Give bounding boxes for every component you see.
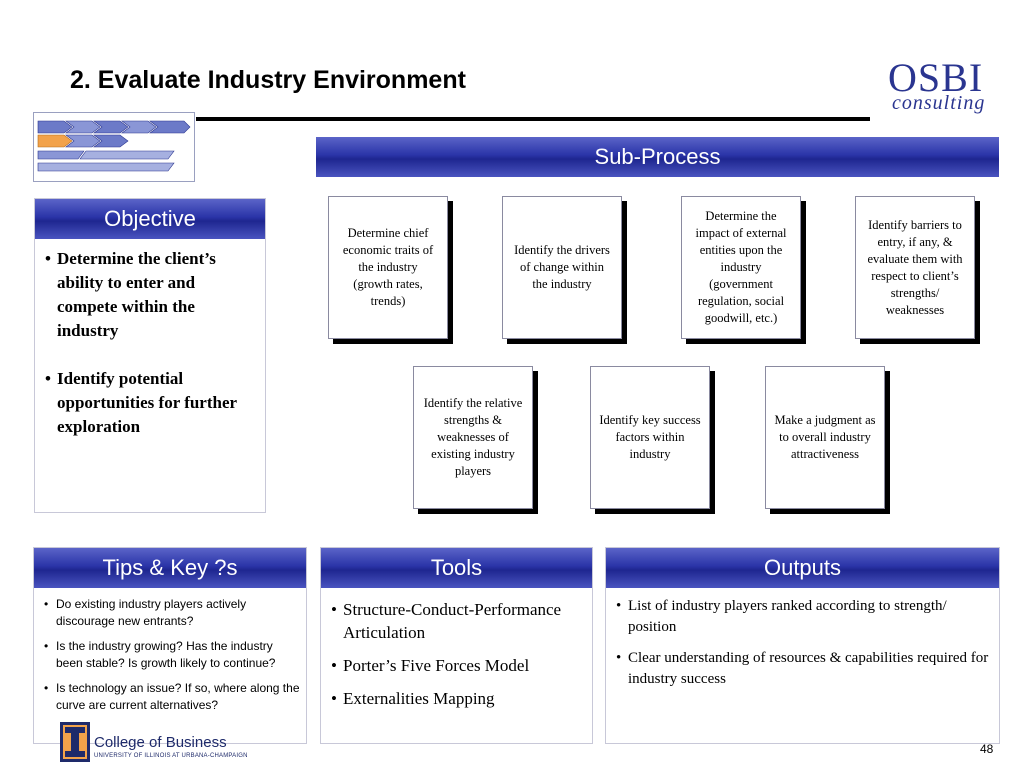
- university-name: UNIVERSITY OF ILLINOIS AT URBANA-CHAMPAI…: [94, 753, 248, 759]
- title-rule: [196, 117, 870, 121]
- logo-main-text: OSBI: [888, 55, 984, 100]
- outputs-item-text: List of industry players ranked accordin…: [628, 598, 947, 635]
- subprocess-step: Identify the relative strengths & weakne…: [413, 366, 533, 509]
- logo-sub-text: consulting: [892, 92, 986, 114]
- osbi-logo: OSBI consulting: [880, 55, 1000, 120]
- tips-header: Tips & Key ?s: [34, 548, 306, 588]
- list-item: •Structure-Conduct-Performance Articulat…: [331, 598, 584, 644]
- college-logo: College of Business UNIVERSITY OF ILLINO…: [60, 720, 247, 764]
- list-item: •Is technology an issue? If so, where al…: [44, 681, 300, 712]
- tools-panel: Tools •Structure-Conduct-Performance Art…: [320, 547, 593, 744]
- tools-item-text: Porter’s Five Forces Model: [343, 656, 530, 675]
- subprocess-step: Determine chief economic traits of the i…: [328, 196, 448, 339]
- tools-header: Tools: [321, 548, 592, 588]
- objective-item-text: Identify potential opportunities for fur…: [57, 369, 237, 436]
- outputs-list: •List of industry players ranked accordi…: [606, 588, 999, 690]
- tips-panel: Tips & Key ?s •Do existing industry play…: [33, 547, 307, 744]
- subprocess-step: Identify key success factors within indu…: [590, 366, 710, 509]
- outputs-header: Outputs: [606, 548, 999, 588]
- subprocess-step: Identify barriers to entry, if any, & ev…: [855, 196, 975, 339]
- list-item: •List of industry players ranked accordi…: [616, 596, 991, 638]
- outputs-item-text: Clear understanding of resources & capab…: [628, 650, 989, 687]
- tips-item-text: Do existing industry players actively di…: [56, 597, 247, 628]
- objective-list: •Determine the client’s ability to enter…: [35, 239, 265, 439]
- tips-item-text: Is technology an issue? If so, where alo…: [56, 681, 300, 712]
- list-item: •Identify potential opportunities for fu…: [45, 367, 255, 439]
- tools-list: •Structure-Conduct-Performance Articulat…: [321, 588, 592, 710]
- list-item: •Determine the client’s ability to enter…: [45, 247, 255, 343]
- outputs-panel: Outputs •List of industry players ranked…: [605, 547, 1000, 744]
- tools-item-text: Externalities Mapping: [343, 689, 495, 708]
- objective-header: Objective: [35, 199, 265, 239]
- list-item: •Clear understanding of resources & capa…: [616, 648, 991, 690]
- tools-item-text: Structure-Conduct-Performance Articulati…: [343, 600, 562, 642]
- list-item: •Do existing industry players actively d…: [44, 596, 300, 630]
- subprocess-step: Identify the drivers of change within th…: [502, 196, 622, 339]
- page-title: 2. Evaluate Industry Environment: [70, 66, 466, 94]
- subprocess-header: Sub-Process: [316, 137, 999, 177]
- list-item: •Is the industry growing? Has the indust…: [44, 638, 300, 672]
- objective-item-text: Determine the client’s ability to enter …: [57, 249, 216, 340]
- subprocess-step: Make a judgment as to overall industry a…: [765, 366, 885, 509]
- subprocess-step: Determine the impact of external entitie…: [681, 196, 801, 339]
- tips-list: •Do existing industry players actively d…: [34, 588, 306, 714]
- tips-item-text: Is the industry growing? Has the industr…: [56, 639, 276, 670]
- page-number: 48: [980, 742, 994, 756]
- list-item: •Porter’s Five Forces Model: [331, 656, 530, 675]
- illinois-i-icon: [60, 722, 90, 762]
- college-name: College of Business: [94, 734, 227, 751]
- objective-panel: Objective •Determine the client’s abilit…: [34, 198, 266, 513]
- process-map-thumbnail: [33, 112, 195, 182]
- list-item: •Externalities Mapping: [331, 689, 495, 708]
